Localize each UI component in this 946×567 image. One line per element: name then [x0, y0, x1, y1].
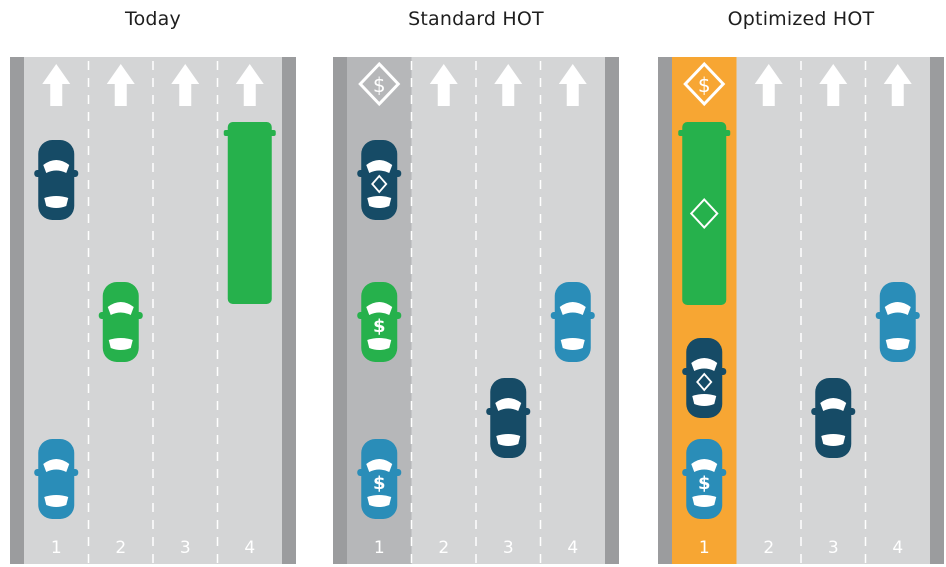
left-shoulder — [658, 57, 672, 564]
lane-number-3: 3 — [828, 538, 839, 558]
up-arrow-icon — [754, 64, 783, 106]
diamond-symbol — [689, 198, 719, 229]
dollar-symbol: $ — [373, 473, 386, 494]
right-shoulder — [605, 57, 619, 564]
car-2 — [98, 282, 143, 362]
lane-number-4: 4 — [567, 538, 578, 558]
dollar-symbol: $ — [698, 473, 711, 494]
up-arrow-icon — [106, 64, 135, 106]
up-arrow-icon — [558, 64, 587, 106]
car-3: $ — [357, 439, 402, 519]
car-1 — [357, 140, 402, 220]
right-shoulder — [282, 57, 296, 564]
lane-number-3: 3 — [503, 538, 514, 558]
lane-number-1: 1 — [699, 538, 710, 558]
car-4 — [811, 378, 856, 458]
car-3 — [34, 439, 79, 519]
lane-number-3: 3 — [180, 538, 191, 558]
hot-lane-sign-icon: $ — [358, 61, 401, 107]
lane-number-4: 4 — [244, 538, 255, 558]
lane-number-2: 2 — [763, 538, 774, 558]
diamond-symbol — [696, 372, 713, 392]
up-arrow-icon — [171, 64, 200, 106]
dollar-symbol: $ — [373, 73, 386, 97]
car-1 — [34, 140, 79, 220]
hot-lane-sign-icon: $ — [683, 61, 726, 107]
up-arrow-icon — [819, 64, 848, 106]
right-shoulder — [930, 57, 944, 564]
lane-number-1: 1 — [51, 538, 62, 558]
left-shoulder — [10, 57, 24, 564]
lane-number-4: 4 — [892, 538, 903, 558]
car-5 — [875, 282, 920, 362]
car-5 — [550, 282, 595, 362]
dollar-symbol: $ — [373, 316, 386, 337]
left-shoulder — [333, 57, 347, 564]
up-arrow-icon — [235, 64, 264, 106]
up-arrow-icon — [494, 64, 523, 106]
lane-number-2: 2 — [115, 538, 126, 558]
car-2 — [682, 338, 727, 418]
car-4 — [486, 378, 531, 458]
panel-title-today: Today — [125, 8, 181, 30]
up-arrow-icon — [429, 64, 458, 106]
lane-number-2: 2 — [438, 538, 449, 558]
diamond-symbol — [371, 174, 388, 194]
up-arrow-icon — [883, 64, 912, 106]
car-2: $ — [357, 282, 402, 362]
bus-4 — [223, 122, 276, 304]
panel-title-standard-hot: Standard HOT — [408, 8, 544, 30]
dollar-symbol: $ — [698, 73, 711, 97]
car-3: $ — [682, 439, 727, 519]
lane-number-1: 1 — [374, 538, 385, 558]
bus-1 — [678, 122, 731, 305]
up-arrow-icon — [42, 64, 71, 106]
panel-title-optimized-hot: Optimized HOT — [727, 8, 875, 30]
